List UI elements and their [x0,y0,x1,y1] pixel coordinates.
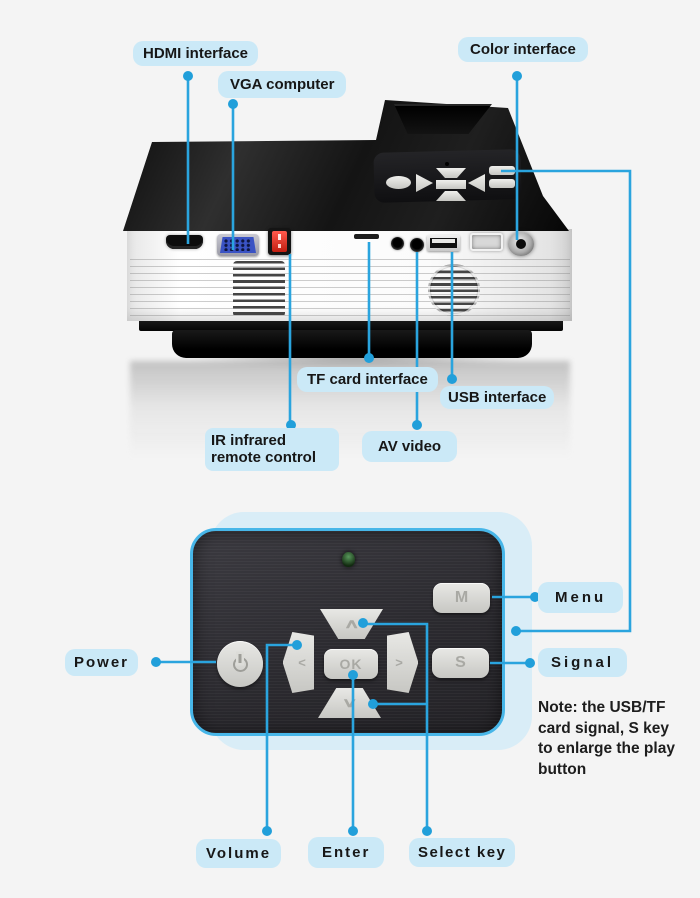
callout-power: Power [65,649,139,677]
signal-key-label: S [455,654,466,671]
vent-grille [233,261,285,317]
projector-base-strip [139,318,563,331]
top-ok-key [436,180,466,189]
left-arrow-icon: < [298,655,306,670]
top-s-key [489,179,515,188]
io-window [470,233,503,251]
dot-color [512,71,522,81]
up-arrow-icon: ∧ [343,616,360,631]
dot-power [151,657,161,667]
dot-volume-label [262,826,272,836]
power-key [217,641,263,687]
dot-vga [228,99,238,109]
ir-red-window [272,231,287,252]
dot-select-label [422,826,432,836]
usb-port-inner [430,238,457,248]
top-up-key [436,168,466,178]
tf-card-slot [354,234,379,239]
dot-hdmi [183,71,193,81]
power-icon [232,656,248,672]
callout-signal: Signal [538,648,628,678]
ok-key: OK [324,649,378,679]
vga-pins [224,239,252,251]
color-rca-jack [508,232,534,256]
callout-hdmi-interface: HDMI interface [133,41,259,67]
ir-led [342,552,355,567]
callout-select-key: Select key [409,838,516,868]
callout-volume: Volume [196,839,282,869]
callout-usb-interface: USB interface [440,386,555,410]
signal-key: S [432,648,489,678]
ir-receiver-window [268,228,291,255]
ok-key-label: OK [339,656,363,672]
top-sensor-dot [445,162,449,166]
av-jack-2 [410,238,424,252]
vga-port [217,234,259,256]
speaker-grille [428,264,480,316]
menu-key: M [433,583,490,613]
callout-menu: Menu [538,582,624,614]
usb-port [427,235,460,251]
callout-enter: Enter [308,837,385,869]
hdmi-port [166,235,203,249]
front-ridges [130,259,570,320]
callout-ir-remote-control: IR infrared remote control [205,428,339,471]
callout-tf-card-interface: TF card interface [297,367,438,393]
down-arrow-icon: ∨ [341,695,358,710]
right-arrow-icon: > [395,655,403,670]
usage-note: Note: the USB/TF card signal, S key to e… [538,699,675,778]
top-down-key [436,191,466,201]
callout-av-video: AV video [362,431,458,463]
top-m-key [489,166,515,175]
callout-color-interface: Color interface [458,37,588,63]
top-power-button [386,176,411,189]
av-jack-1 [391,237,404,250]
projector-base [172,330,532,358]
dot-enter-label [348,826,358,836]
menu-key-label: M [454,589,469,606]
callout-vga-computer: VGA computer [218,71,347,99]
